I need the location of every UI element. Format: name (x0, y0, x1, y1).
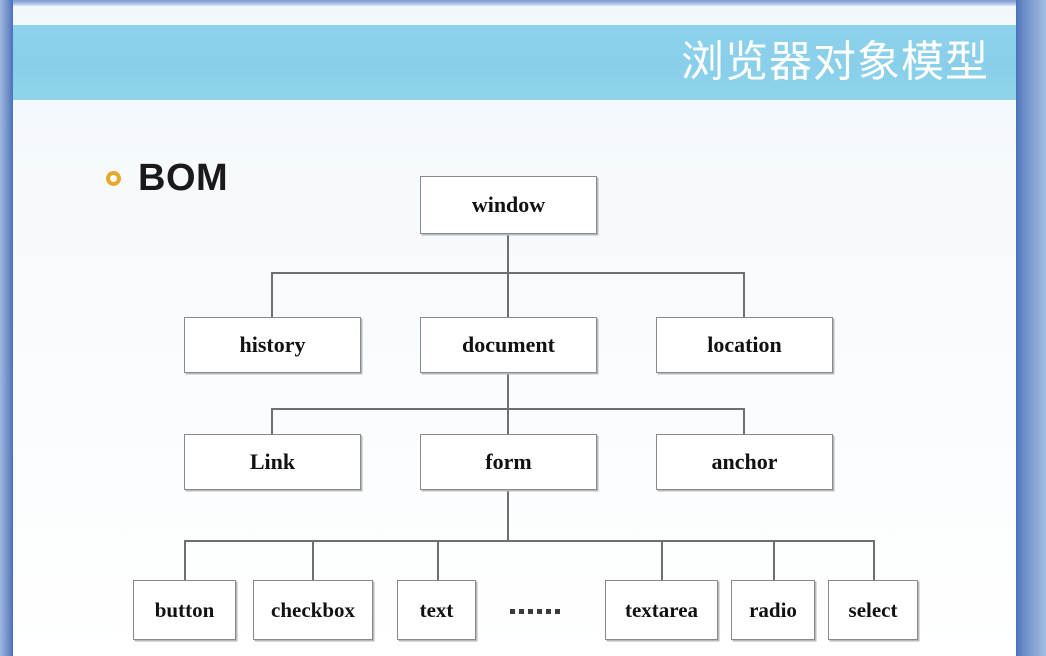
connector-drop-button (184, 540, 186, 580)
node-form-label: form (485, 449, 532, 474)
connector-drop-document (507, 272, 509, 317)
connector-drop-text (437, 540, 439, 580)
connector-drop-form (507, 408, 509, 434)
connector-drop-radio (773, 540, 775, 580)
connector-drop-anchor (743, 408, 745, 434)
slide-frame-right-edge (1016, 0, 1046, 656)
node-anchor[interactable]: anchor (656, 434, 833, 490)
node-radio[interactable]: radio (731, 580, 815, 640)
ellipsis-indicator (510, 609, 560, 614)
connector-window-stem (507, 234, 509, 273)
node-link-label: Link (249, 449, 296, 474)
bullet-heading: BOM (106, 159, 228, 197)
connector-row4-bus (184, 540, 875, 542)
node-window-label: window (471, 192, 546, 217)
node-form[interactable]: form (420, 434, 597, 490)
node-history-label: history (239, 332, 306, 357)
node-button[interactable]: button (133, 580, 236, 640)
node-window[interactable]: window (420, 176, 597, 234)
node-document-label: document (462, 332, 555, 357)
node-document[interactable]: document (420, 317, 597, 373)
node-textarea[interactable]: textarea (605, 580, 718, 640)
node-anchor-label: anchor (711, 449, 778, 474)
node-checkbox[interactable]: checkbox (253, 580, 373, 640)
connector-drop-link (271, 408, 273, 434)
node-button-label: button (154, 597, 215, 622)
node-location[interactable]: location (656, 317, 833, 373)
connector-drop-select (873, 540, 875, 580)
connector-drop-location (743, 272, 745, 317)
node-link[interactable]: Link (184, 434, 361, 490)
node-history[interactable]: history (184, 317, 361, 373)
bom-tree-diagram: window history document location Link fo… (13, 6, 1016, 656)
slide-title: 浏览器对象模型 (681, 37, 989, 87)
node-text-label: text (419, 597, 454, 622)
connector-form-stem (507, 484, 509, 541)
slide-frame-top-edge (13, 0, 1016, 6)
node-select-label: select (848, 597, 898, 622)
node-text[interactable]: text (397, 580, 476, 640)
slide-title-band: 浏览器对象模型 (13, 25, 1016, 100)
connector-drop-textarea (661, 540, 663, 580)
node-location-label: location (707, 332, 782, 357)
node-select[interactable]: select (828, 580, 918, 640)
bullet-heading-label: BOM (138, 157, 229, 199)
ring-bullet-icon (106, 170, 121, 186)
connector-document-stem (507, 367, 509, 409)
node-checkbox-label: checkbox (271, 597, 355, 622)
slide-frame-left-edge (0, 0, 13, 656)
connector-drop-checkbox (312, 540, 314, 580)
connector-drop-history (271, 272, 273, 317)
node-textarea-label: textarea (624, 597, 699, 622)
node-radio-label: radio (749, 597, 797, 622)
slide-content-area: 浏览器对象模型 BOM (13, 6, 1016, 656)
